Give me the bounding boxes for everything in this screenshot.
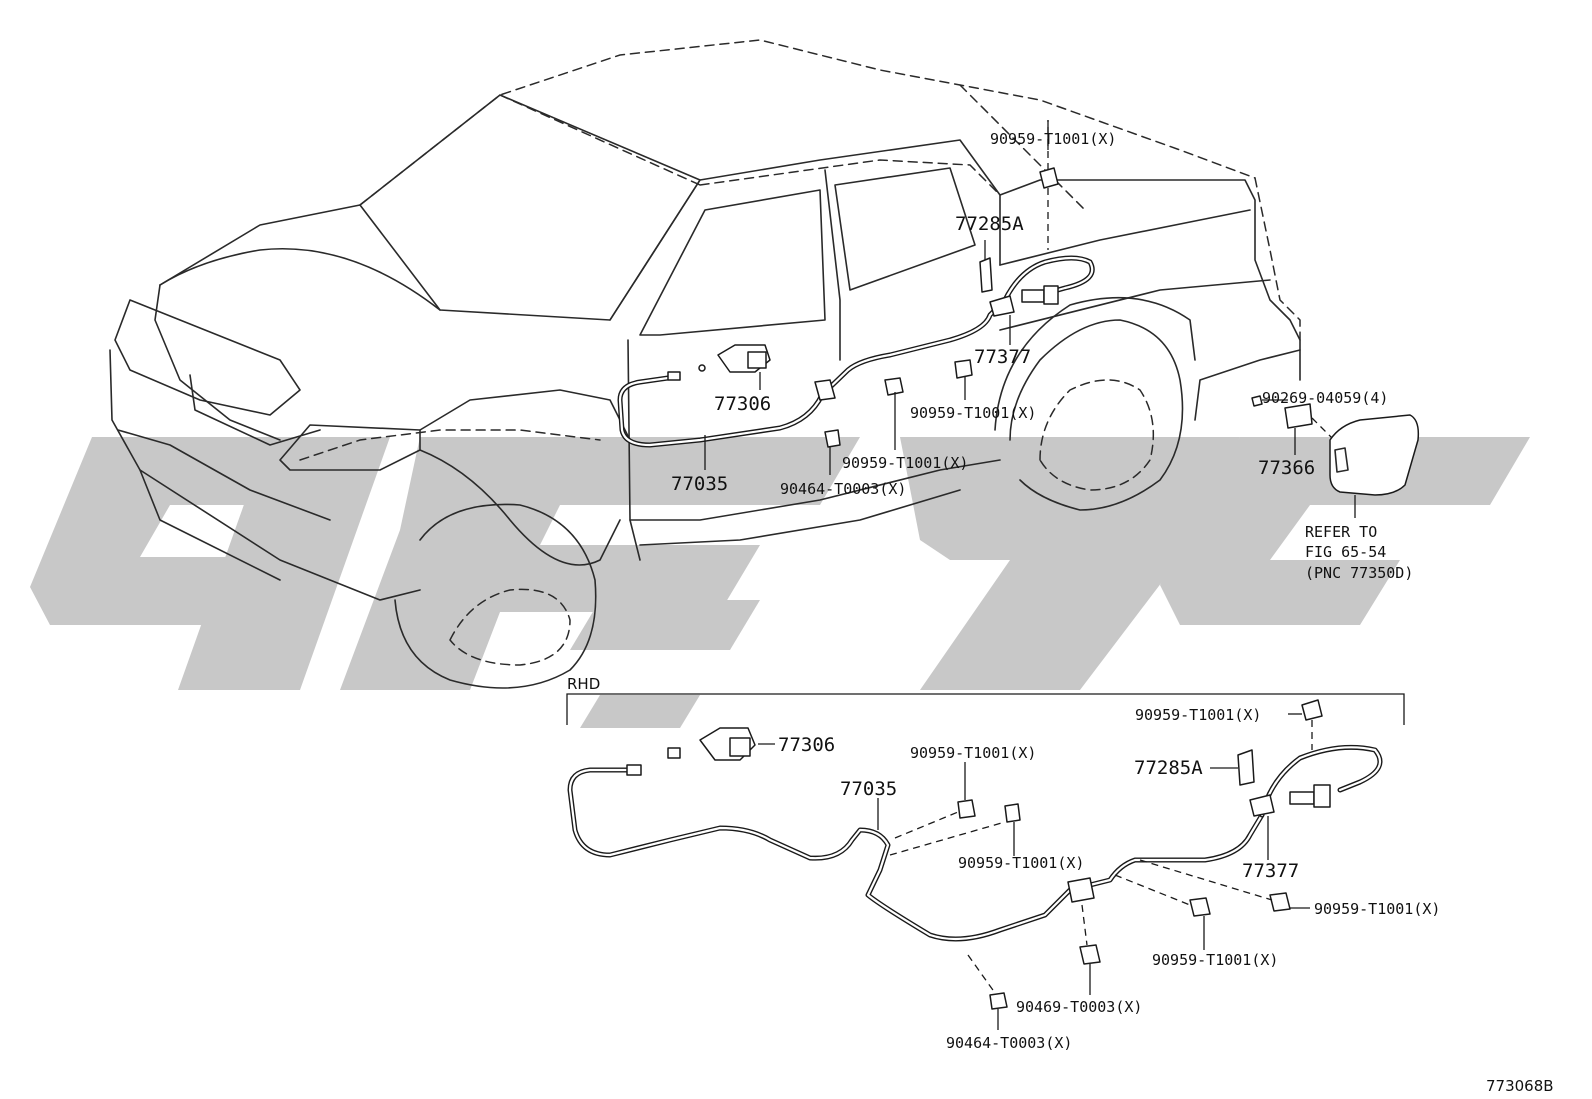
- figure-id: 773068B: [1486, 1077, 1554, 1095]
- rhd-label-90959-mid: 90959-T1001(X): [910, 744, 1036, 762]
- rhd-label-90959-bottom: 90959-T1001(X): [1152, 951, 1278, 969]
- label-77306: 77306: [714, 393, 771, 415]
- rhd-labels: 77306 90959-T1001(X) 77285A 90959-T1001(…: [778, 706, 1440, 1052]
- rhd-label-77306: 77306: [778, 734, 835, 756]
- label-90464: 90464-T0003(X): [780, 480, 906, 498]
- rhd-label-77035: 77035: [840, 778, 897, 800]
- rhd-label-90469: 90469-T0003(X): [1016, 998, 1142, 1016]
- label-refer-pnc: (PNC 77350D): [1305, 564, 1413, 582]
- label-77366: 77366: [1258, 457, 1315, 479]
- watermark-logo: [30, 437, 1530, 728]
- label-90269: 90269-04059(4): [1262, 389, 1388, 407]
- label-refer-to: REFER TO: [1305, 523, 1377, 541]
- rhd-label-77377: 77377: [1242, 860, 1299, 882]
- rhd-label-90959-low: 90959-T1001(X): [958, 854, 1084, 872]
- label-77285a: 77285A: [955, 213, 1024, 235]
- rhd-label-77285a: 77285A: [1134, 757, 1203, 779]
- rhd-label-90959-top: 90959-T1001(X): [1135, 706, 1261, 724]
- rhd-section: RHD: [566, 675, 1405, 1030]
- truck-outline: [109, 39, 1301, 689]
- rhd-title: RHD: [567, 675, 600, 693]
- rhd-label-90959-right: 90959-T1001(X): [1314, 900, 1440, 918]
- label-77035: 77035: [671, 473, 728, 495]
- label-refer-fig: FIG 65-54: [1305, 543, 1386, 561]
- main-labels: 90959-T1001(X) 77285A 77377 77306 90959-…: [671, 130, 1413, 582]
- label-90959-a: 90959-T1001(X): [910, 404, 1036, 422]
- rhd-label-90464: 90464-T0003(X): [946, 1034, 1072, 1052]
- label-90959-top: 90959-T1001(X): [990, 130, 1116, 148]
- main-cable-assembly: [617, 120, 1420, 518]
- label-90959-b: 90959-T1001(X): [842, 454, 968, 472]
- label-77377: 77377: [974, 346, 1031, 368]
